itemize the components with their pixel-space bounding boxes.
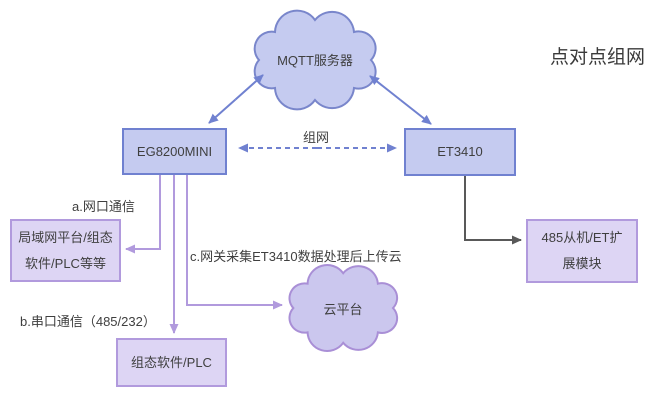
slave-module-label: 485从机/ET扩 展模块 [541,230,623,271]
lan-platform-label: 局域网平台/组态 软件/PLC等等 [18,229,113,271]
label-a-ethernet: a.网口通信 [72,199,135,214]
gateway-node: EG8200MINI [122,128,227,175]
edge-et3410-slave [464,176,522,245]
mesh-edge-label: 组网 [303,130,330,145]
edge-et3410-mqtt-b [369,75,402,101]
scada-node: 组态软件/PLC [116,338,227,387]
mqtt-cloud-shape [253,9,377,111]
edge-gateway-mqtt-b [234,74,264,101]
slave-module-node: 485从机/ET扩 展模块 [526,219,638,283]
edge-c-cloud-platform [186,175,283,310]
lan-platform-node: 局域网平台/组态 软件/PLC等等 [10,219,121,282]
label-b-serial: b.串口通信（485/232） [20,314,156,329]
edge-a-lan-platform [125,175,161,254]
edge-gateway-mqtt-a [208,98,237,124]
edge-et3410-mqtt-a [399,99,432,125]
et3410-label: ET3410 [437,144,483,159]
cloud-platform-shape [288,264,399,352]
et3410-node: ET3410 [404,128,516,176]
scada-label: 组态软件/PLC [131,354,212,370]
gateway-label: EG8200MINI [136,143,213,159]
label-c-upload: c.网关采集ET3410数据处理后上传云 [190,249,402,264]
page-title: 点对点组网 [549,47,645,68]
